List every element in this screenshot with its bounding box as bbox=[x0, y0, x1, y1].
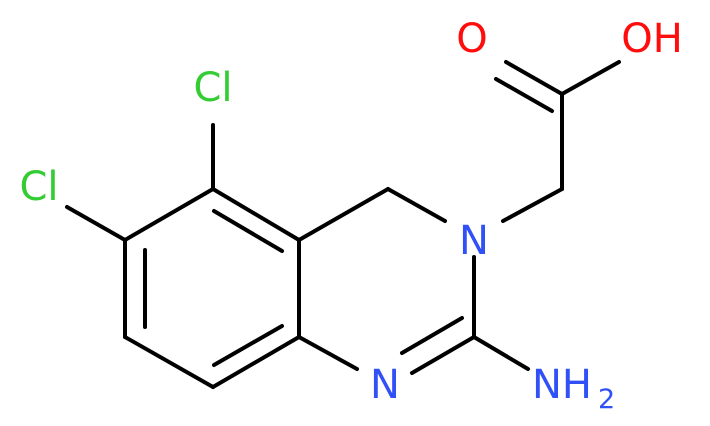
bond-c8-c8a bbox=[211, 335, 301, 389]
bond-c4a-c5-inner bbox=[212, 209, 284, 253]
bond-n1-c8a bbox=[297, 335, 359, 371]
bond-n3-ch2 bbox=[501, 187, 564, 223]
bond-c6-cl bbox=[65, 205, 127, 242]
ring-nitrogen-label: N bbox=[370, 362, 400, 408]
bond-c-oh bbox=[560, 60, 621, 96]
bond-c5-c6 bbox=[123, 187, 215, 242]
amino-group-label: NH bbox=[532, 362, 592, 408]
chlorine-atom-label: Cl bbox=[19, 164, 58, 210]
bond-c2-nh2 bbox=[472, 335, 530, 371]
bond-c4a-c5 bbox=[211, 187, 301, 242]
benzene-ring bbox=[123, 187, 301, 389]
bond-c4a-c4 bbox=[297, 187, 390, 242]
bond-c-o-double-a bbox=[504, 60, 564, 96]
bond-c2-n1-inner bbox=[400, 316, 464, 355]
bond-c-o-double-b bbox=[494, 77, 554, 113]
amino-subscript: 2 bbox=[598, 384, 615, 415]
bond-c2-n1 bbox=[410, 335, 476, 375]
bond-c4-n3 bbox=[386, 187, 447, 223]
bond-c7-c8 bbox=[123, 335, 215, 389]
ring-nitrogen-label: N bbox=[459, 218, 489, 264]
pyrimidine-ring bbox=[297, 187, 476, 375]
carbonyl-oxygen-label: O bbox=[456, 16, 487, 62]
chlorine-atom-label: Cl bbox=[193, 65, 232, 111]
bond-c8-c8a-inner bbox=[212, 324, 284, 367]
hydroxyl-label: OH bbox=[621, 16, 683, 62]
